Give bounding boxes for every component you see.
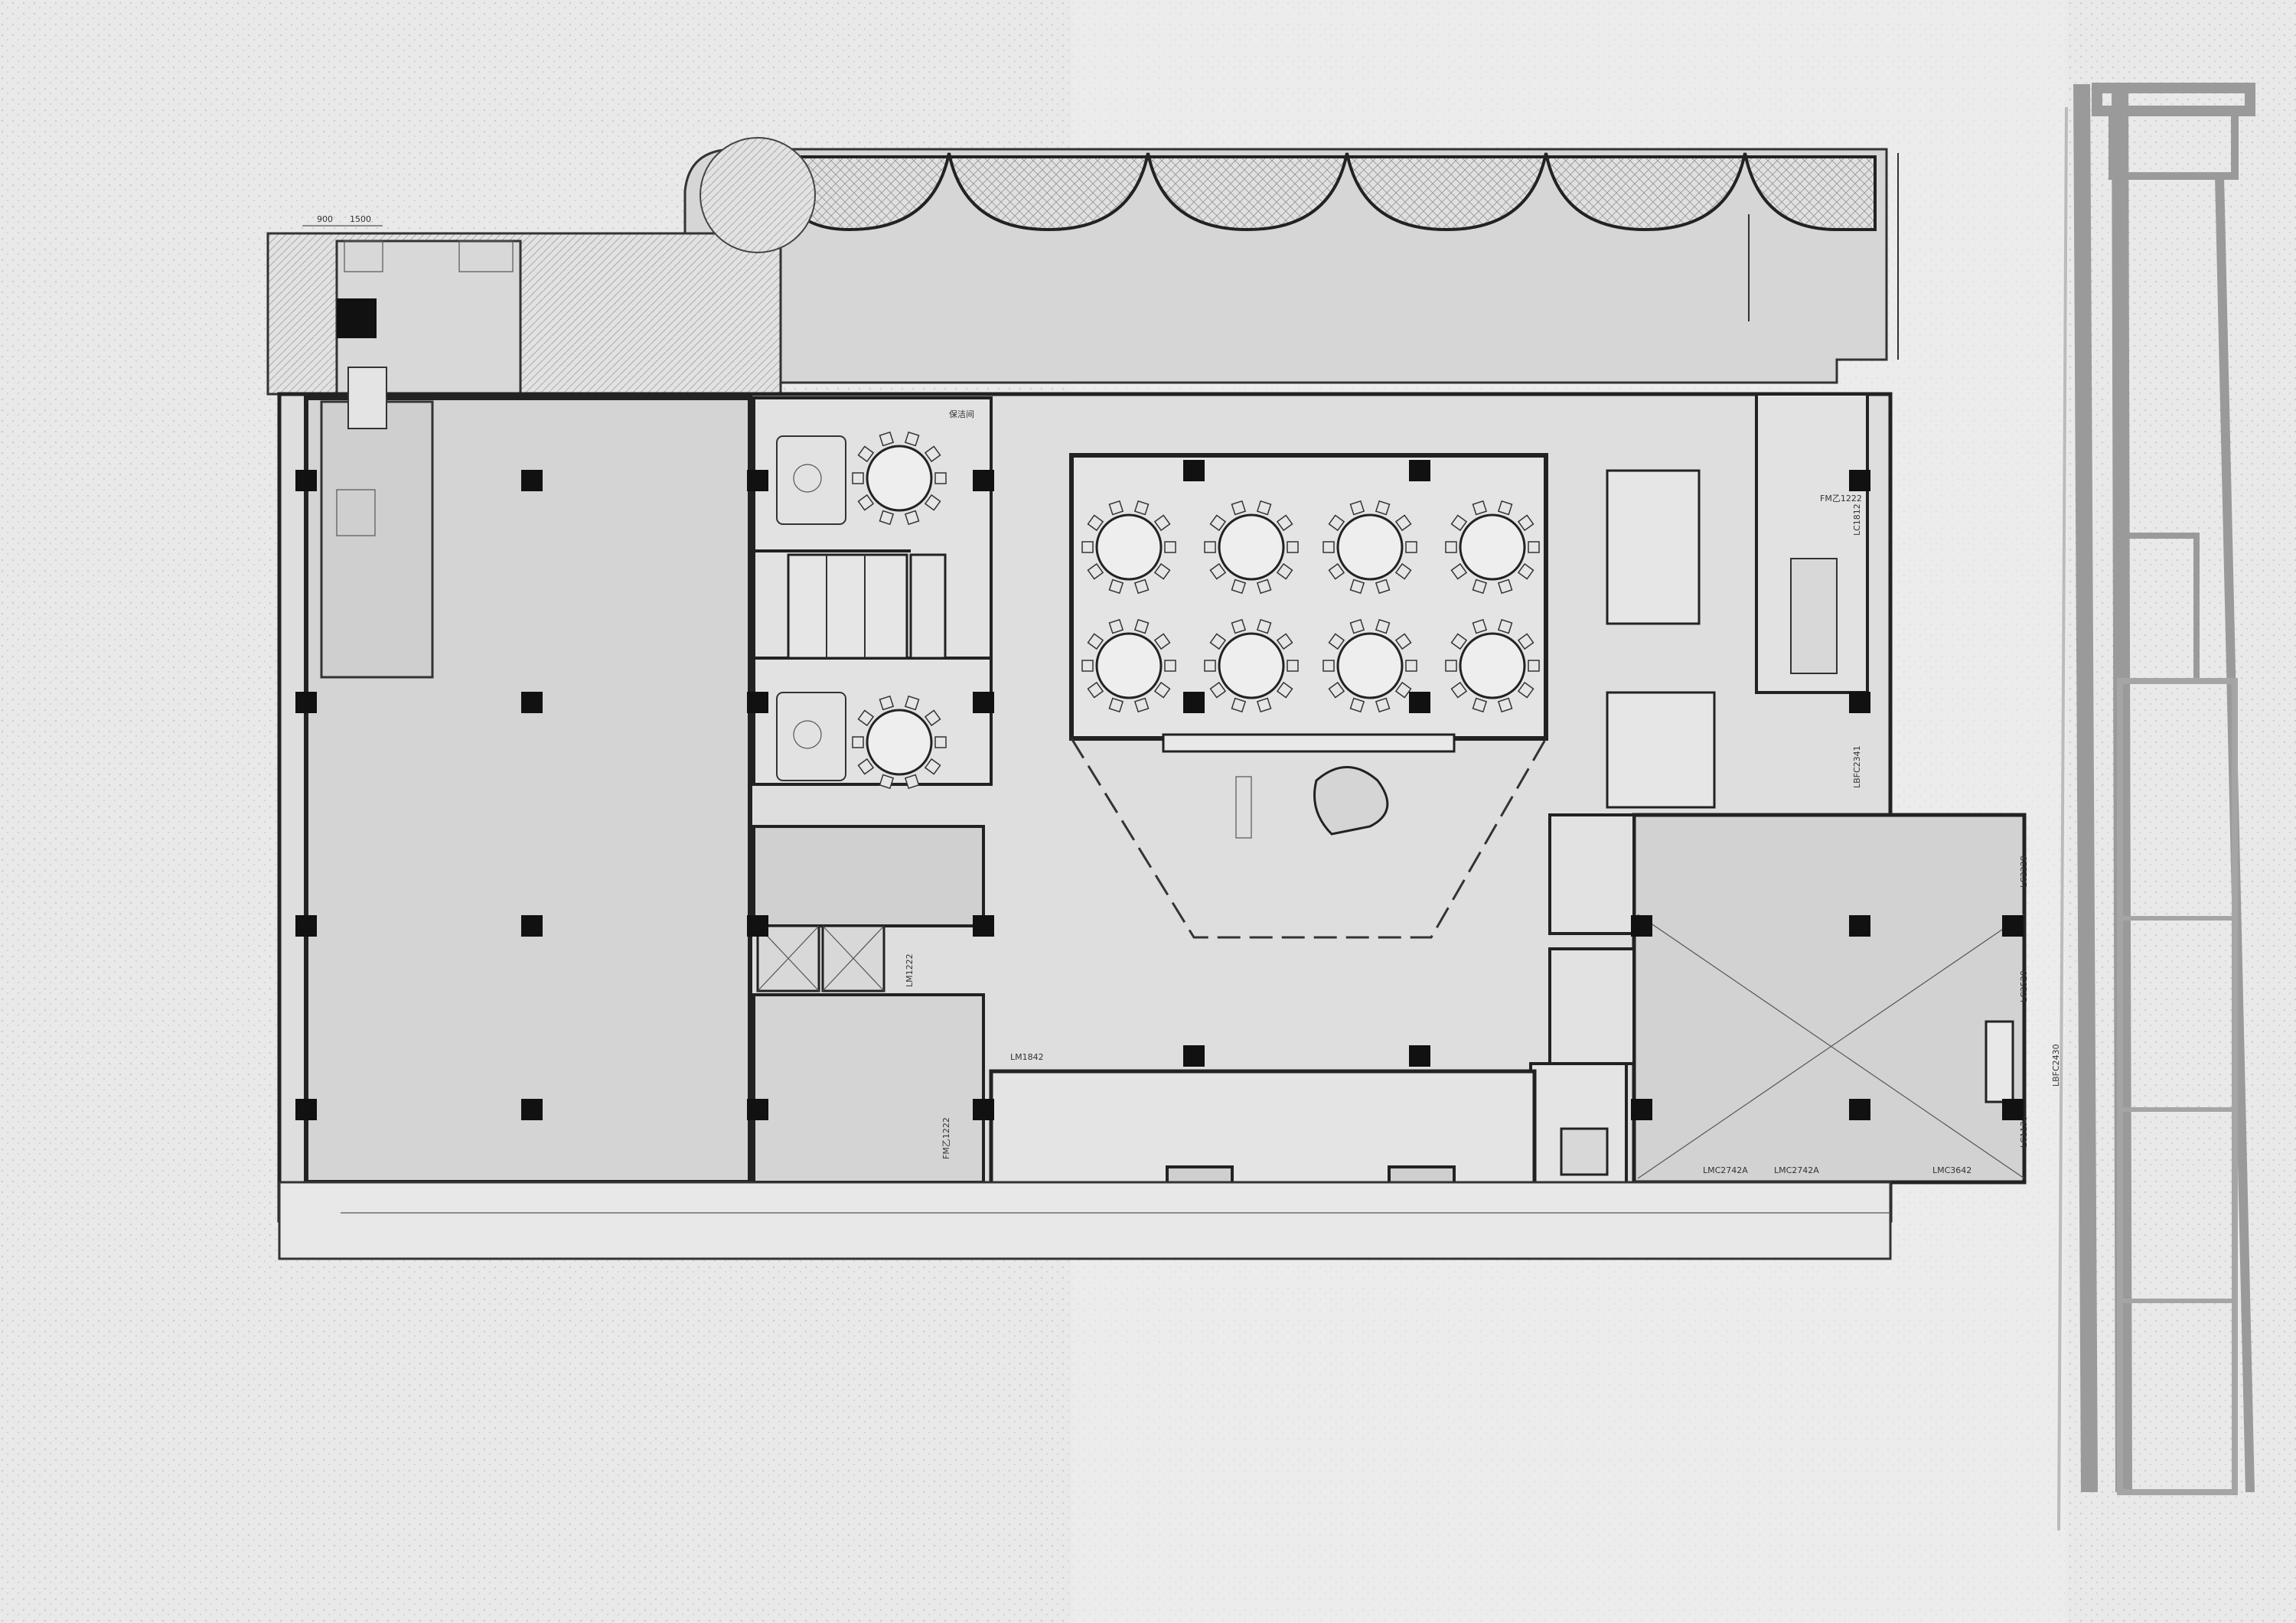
round-table bbox=[1445, 500, 1540, 595]
column bbox=[1409, 692, 1430, 713]
column bbox=[295, 1099, 317, 1120]
round-table bbox=[1204, 500, 1299, 595]
door-label-fm-left: FM乙1222 bbox=[941, 1117, 951, 1159]
piano-icon bbox=[1313, 766, 1389, 836]
column bbox=[1183, 692, 1205, 713]
round-table bbox=[1322, 500, 1417, 595]
lift-lobby-bottom bbox=[1560, 1127, 1609, 1176]
door-label-lc2528: LC2528 bbox=[2019, 970, 2029, 1002]
column bbox=[747, 470, 768, 491]
patio-top-left: 900 1500 bbox=[266, 214, 782, 396]
north-garden bbox=[683, 137, 1899, 384]
round-tables bbox=[852, 431, 1540, 790]
column bbox=[1631, 915, 1652, 937]
column bbox=[747, 692, 768, 713]
column bbox=[1409, 460, 1430, 481]
room-tag-cleaning: 保洁间 bbox=[949, 409, 974, 419]
column bbox=[1409, 1045, 1430, 1067]
toilet-block-left bbox=[787, 553, 908, 660]
column bbox=[1849, 692, 1870, 713]
column bbox=[973, 692, 994, 713]
column bbox=[1183, 1045, 1205, 1067]
door-label-fm1222: FM乙1222 bbox=[1820, 494, 1862, 504]
structural-columns bbox=[295, 460, 2024, 1120]
column bbox=[521, 470, 543, 491]
round-table bbox=[1081, 618, 1176, 713]
column bbox=[521, 915, 543, 937]
column bbox=[973, 1099, 994, 1120]
round-table bbox=[852, 431, 947, 526]
door-label-lmc2742a-1: LMC2742A bbox=[1703, 1165, 1748, 1175]
round-table bbox=[1204, 618, 1299, 713]
door-label-lc1138: LC1138 bbox=[2019, 1116, 2029, 1148]
round-table bbox=[852, 695, 947, 790]
pre-function-area bbox=[1070, 738, 1548, 939]
door-label-lc1812: LC1812 bbox=[1852, 504, 1862, 536]
dimension-1500: 1500 bbox=[350, 214, 371, 224]
column bbox=[2002, 1099, 2024, 1120]
column bbox=[521, 692, 543, 713]
door-label-lbfc2430: LBFC2430 bbox=[2051, 1044, 2061, 1087]
door-label-lc2228: LC2228 bbox=[2019, 855, 2029, 888]
column bbox=[1183, 460, 1205, 481]
column bbox=[1849, 470, 1870, 491]
column bbox=[1849, 1099, 1870, 1120]
door-label-lm1842: LM1842 bbox=[1010, 1052, 1044, 1062]
column bbox=[1631, 1099, 1652, 1120]
door-label-lmc3642: LMC3642 bbox=[1932, 1165, 1971, 1175]
round-table bbox=[1081, 500, 1176, 595]
south-walkway bbox=[278, 1181, 1892, 1260]
dimension-900: 900 bbox=[317, 214, 333, 224]
toilet-block-right bbox=[1606, 469, 1701, 625]
column bbox=[747, 1099, 768, 1120]
column bbox=[1849, 915, 1870, 937]
round-table bbox=[1322, 618, 1417, 713]
adjacent-building-section bbox=[2057, 83, 2255, 1531]
column bbox=[973, 915, 994, 937]
door-label-lmc2742a-2: LMC2742A bbox=[1774, 1165, 1819, 1175]
column bbox=[295, 470, 317, 491]
lounge-seating bbox=[776, 435, 1389, 839]
tree-canopy bbox=[700, 137, 816, 253]
door-label-lm1222: LM1222 bbox=[905, 953, 915, 987]
column bbox=[2002, 915, 2024, 937]
hall-right bbox=[1632, 813, 2027, 1185]
building-floor: LM1222 FM乙1222 LM1842 LMC2742A bbox=[277, 367, 2061, 1260]
stair-zone bbox=[752, 825, 985, 927]
column bbox=[973, 470, 994, 491]
door-label-lbfc2341: LBFC2341 bbox=[1852, 745, 1862, 788]
round-table bbox=[1445, 618, 1540, 713]
column bbox=[521, 1099, 543, 1120]
column bbox=[747, 915, 768, 937]
column bbox=[295, 915, 317, 937]
column bbox=[295, 692, 317, 713]
